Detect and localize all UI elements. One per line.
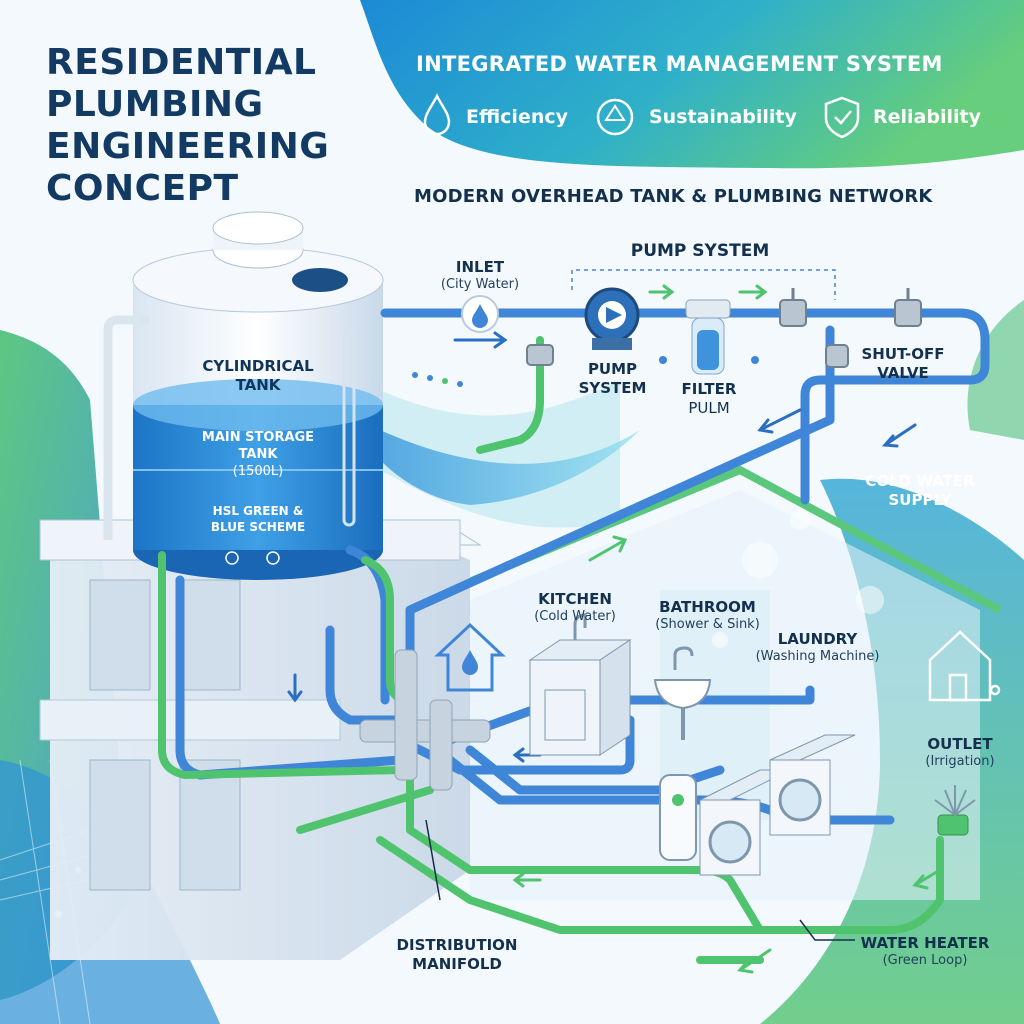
laundry-title: LAUNDRY [777,630,858,648]
distribution-manifold [359,649,491,791]
outlet-title: OUTLET [927,735,993,753]
title-line-1: RESIDENTIAL [46,42,317,83]
shutoff-line-1: SHUT-OFF [861,345,945,363]
kitchen-callout: KITCHEN (Cold Water) [515,590,635,625]
pump-callout: PUMP SYSTEM [565,360,660,398]
tank-capacity: (1500L) [232,464,284,479]
tank-storage-label: MAIN STORAGE TANK (1500L) [183,429,333,480]
pillar-reliability-label: Reliability [873,106,981,128]
bathroom-sink [653,646,712,740]
cold-supply-line-2: SUPPLY [888,491,952,509]
cold-water-supply-callout: COLD WATER SUPPLY [860,472,980,510]
reliability-shield-icon [824,96,860,139]
cold-supply-line-1: COLD WATER [865,472,975,490]
filter-unit [685,299,731,375]
inlet-callout: INLET (City Water) [420,258,540,293]
heater-detail: (Green Loop) [882,953,968,968]
header-headline: INTEGRATED WATER MANAGEMENT SYSTEM [416,52,943,76]
outlet-callout: OUTLET (Irrigation) [915,735,1005,770]
inlet-detail: (City Water) [440,277,520,292]
house-tank-icon [928,630,1001,702]
water-heater-callout: WATER HEATER (Green Loop) [855,934,995,969]
kitchen-sink-cabinet [528,613,632,756]
inlet-title: INLET [455,258,505,276]
manifold-line-1: DISTRIBUTION [396,936,518,954]
efficiency-droplet-icon [423,93,451,136]
title-line-3: ENGINEERING [46,126,330,167]
bathroom-title: BATHROOM [659,598,756,616]
tank-storage-line-2: TANK [238,447,278,462]
kitchen-detail: (Cold Water) [534,609,616,624]
filter-line-1: FILTER [681,380,737,398]
pump-line-1: PUMP [587,360,638,378]
flow-arrows [287,284,942,974]
tank-storage-line-1: MAIN STORAGE [201,430,315,445]
heater-title: WATER HEATER [860,934,990,952]
bathroom-callout: BATHROOM (Shower & Sink) [645,598,770,633]
tank-name-label: CYLINDRICAL TANK [183,357,333,395]
bathroom-detail: (Shower & Sink) [655,617,760,632]
tank-scheme-label: HSL GREEN & BLUE SCHEME [183,503,333,535]
sustainability-recycle-icon [596,98,634,136]
water-heater [659,774,697,861]
manifold-line-2: MANIFOLD [412,955,502,973]
header-banner [360,0,1024,169]
inlet-drop [461,295,499,333]
sprinkler-icon [934,785,976,836]
title-line-2: PLUMBING [46,84,264,125]
up-arrow-icon [434,622,506,692]
title-line-4: CONCEPT [46,168,239,209]
filter-line-2: PULM [688,399,730,417]
pump-line-2: SYSTEM [578,379,647,397]
cylindrical-tank [132,211,384,580]
tank-scheme-line-1: HSL GREEN & [212,504,304,518]
washing-machines [699,734,856,876]
water-wave [380,430,640,505]
page-title: RESIDENTIAL PLUMBING ENGINEERING CONCEPT [46,42,329,210]
tank-name-line-1: CYLINDRICAL [202,357,314,375]
laundry-detail: (Washing Machine) [755,649,880,664]
subheadline: MODERN OVERHEAD TANK & PLUMBING NETWORK [414,186,933,207]
pillar-efficiency-label: Efficiency [466,106,569,128]
manifold-callout: DISTRIBUTION MANIFOLD [392,936,522,974]
kitchen-title: KITCHEN [538,590,612,608]
filter-callout: FILTER PULM [664,380,754,418]
valves [526,288,922,368]
shutoff-valve-callout: SHUT-OFF VALVE [858,345,948,383]
outlet-detail: (Irrigation) [925,754,995,769]
tank-scheme-line-2: BLUE SCHEME [210,520,306,534]
laundry-callout: LAUNDRY (Washing Machine) [745,630,890,665]
pump-unit [584,287,640,350]
pump-system-heading: PUMP SYSTEM [630,241,770,261]
tank-name-line-2: TANK [235,376,281,394]
pillar-sustainability-label: Sustainability [649,106,797,128]
shutoff-line-2: VALVE [877,364,929,382]
